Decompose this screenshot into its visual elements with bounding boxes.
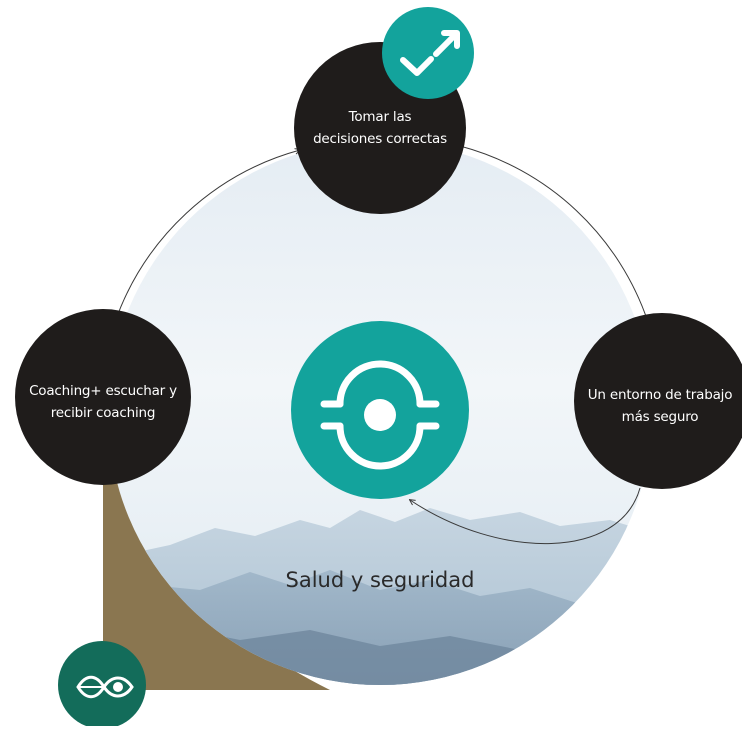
center-title: Salud y seguridad bbox=[285, 568, 475, 592]
node-label-left: Coaching+ escuchar y recibir coaching bbox=[18, 380, 188, 424]
node-circle-left bbox=[15, 309, 191, 485]
node-right-line-1: Un entorno de trabajo bbox=[587, 387, 733, 403]
cycle-arc-left-to-top bbox=[114, 150, 300, 323]
node-label-right: Un entorno de trabajo más seguro bbox=[578, 384, 742, 428]
olive-accent-shape bbox=[103, 470, 330, 690]
leaf-eye-icon bbox=[58, 641, 146, 729]
check-arrow-icon bbox=[382, 7, 474, 99]
cycle-arc-right-to-center bbox=[410, 487, 641, 544]
node-circle-right bbox=[574, 313, 742, 489]
node-left-line-2: recibir coaching bbox=[50, 405, 156, 421]
node-label-top: Tomar las decisiones correctas bbox=[300, 106, 460, 150]
safety-ring-icon bbox=[291, 321, 469, 499]
node-top-line-1: Tomar las bbox=[348, 109, 412, 125]
node-left-line-1: Coaching+ escuchar y bbox=[29, 383, 177, 399]
node-right-line-2: más seguro bbox=[621, 409, 699, 425]
node-top-line-2: decisiones correctas bbox=[313, 131, 447, 147]
cycle-arc-top-to-right bbox=[459, 145, 648, 322]
